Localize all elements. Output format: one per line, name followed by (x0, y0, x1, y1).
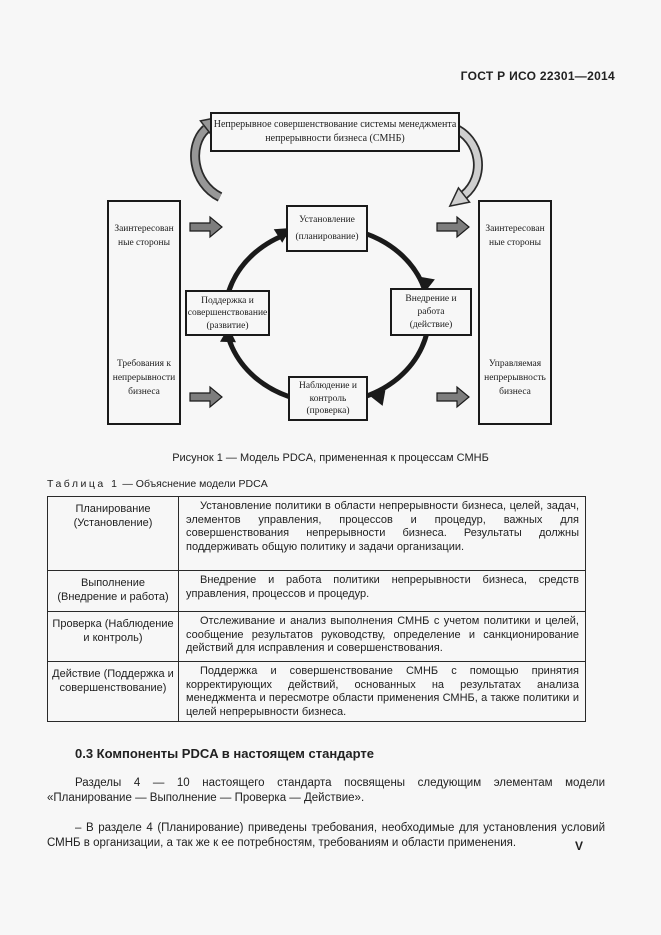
cycle-arrowhead-icon (419, 276, 435, 293)
table-row: Проверка (Наблюдение и контроль) Отслежи… (47, 611, 586, 662)
table-caption-text: — Объяснение модели PDCA (122, 478, 268, 490)
stakeholders-output-panel: Заинтересован ные стороны Управляемая не… (478, 200, 552, 425)
standard-number: ГОСТ Р ИСО 22301—2014 (460, 69, 615, 83)
continual-improvement-box: Непрерывное совершенствование системы ме… (210, 112, 460, 152)
business-continuity-requirements-label: Требования к непрерывности бизнеса (112, 359, 176, 397)
input-arrow-top-icon (189, 215, 223, 239)
continual-improvement-line: непрерывности бизнеса (СМНБ) (265, 133, 405, 144)
pdca-explanation-table: Планирование (Установление) Установление… (47, 496, 586, 722)
term-cell: Действие (Поддержка и совершенствование) (47, 661, 179, 722)
figure-caption: Рисунок 1 — Модель PDCA, примененная к п… (172, 452, 489, 464)
stakeholders-label: Заинтересован ные стороны (114, 224, 174, 248)
description-cell: Внедрение и работа политики непрерывност… (178, 570, 586, 612)
description-cell: Установление политики в области непрерыв… (178, 496, 586, 571)
pdca-diagram: Непрерывное совершенствование системы ме… (100, 105, 560, 435)
table-row: Планирование (Установление) Установление… (47, 496, 586, 571)
input-arrow-bottom-icon (189, 385, 223, 409)
improvement-curve-right-icon (448, 122, 483, 208)
output-arrow-bottom-icon (436, 385, 470, 409)
continual-improvement-line: Непрерывное совершенствование системы ме… (213, 119, 457, 130)
description-cell: Поддержка и совершенствование СМНБ с пом… (178, 661, 586, 722)
stakeholders-label: Заинтересован ные стороны (485, 224, 545, 248)
table-caption-label: Таблица 1 (47, 478, 120, 490)
table-row: Выполнение (Внедрение и работа) Внедрени… (47, 570, 586, 612)
body-paragraph: Разделы 4 — 10 настоящего стандарта посв… (47, 777, 605, 804)
managed-continuity-label: Управляемая непрерывность бизнеса (484, 359, 546, 397)
act-box: Поддержка и совершенствование (развитие) (185, 290, 270, 336)
section-0-3: 0.3 Компоненты PDCA в настоящем стандарт… (47, 746, 605, 851)
description-cell: Отслеживание и анализ выполнения СМНБ с … (178, 611, 586, 662)
check-box: Наблюдение и контроль (проверка) (288, 376, 368, 421)
section-heading: 0.3 Компоненты PDCA в настоящем стандарт… (75, 746, 375, 761)
plan-box: Установление (планирование) (286, 205, 368, 252)
term-cell: Планирование (Установление) (47, 496, 179, 571)
output-arrow-top-icon (436, 215, 470, 239)
cycle-arrowhead-icon (369, 390, 386, 406)
table-caption: Таблица 1 — Объяснение модели PDCA (47, 478, 268, 490)
stakeholders-input-panel: Заинтересован ные стороны Требования к н… (107, 200, 181, 425)
do-box: Внедрение и работа (действие) (390, 288, 472, 336)
term-cell: Выполнение (Внедрение и работа) (47, 570, 179, 612)
term-cell: Проверка (Наблюдение и контроль) (47, 611, 179, 662)
page-number: V (575, 839, 584, 853)
table-row: Действие (Поддержка и совершенствование)… (47, 661, 586, 722)
body-paragraph: – В разделе 4 (Планирование) приведены т… (47, 822, 605, 849)
